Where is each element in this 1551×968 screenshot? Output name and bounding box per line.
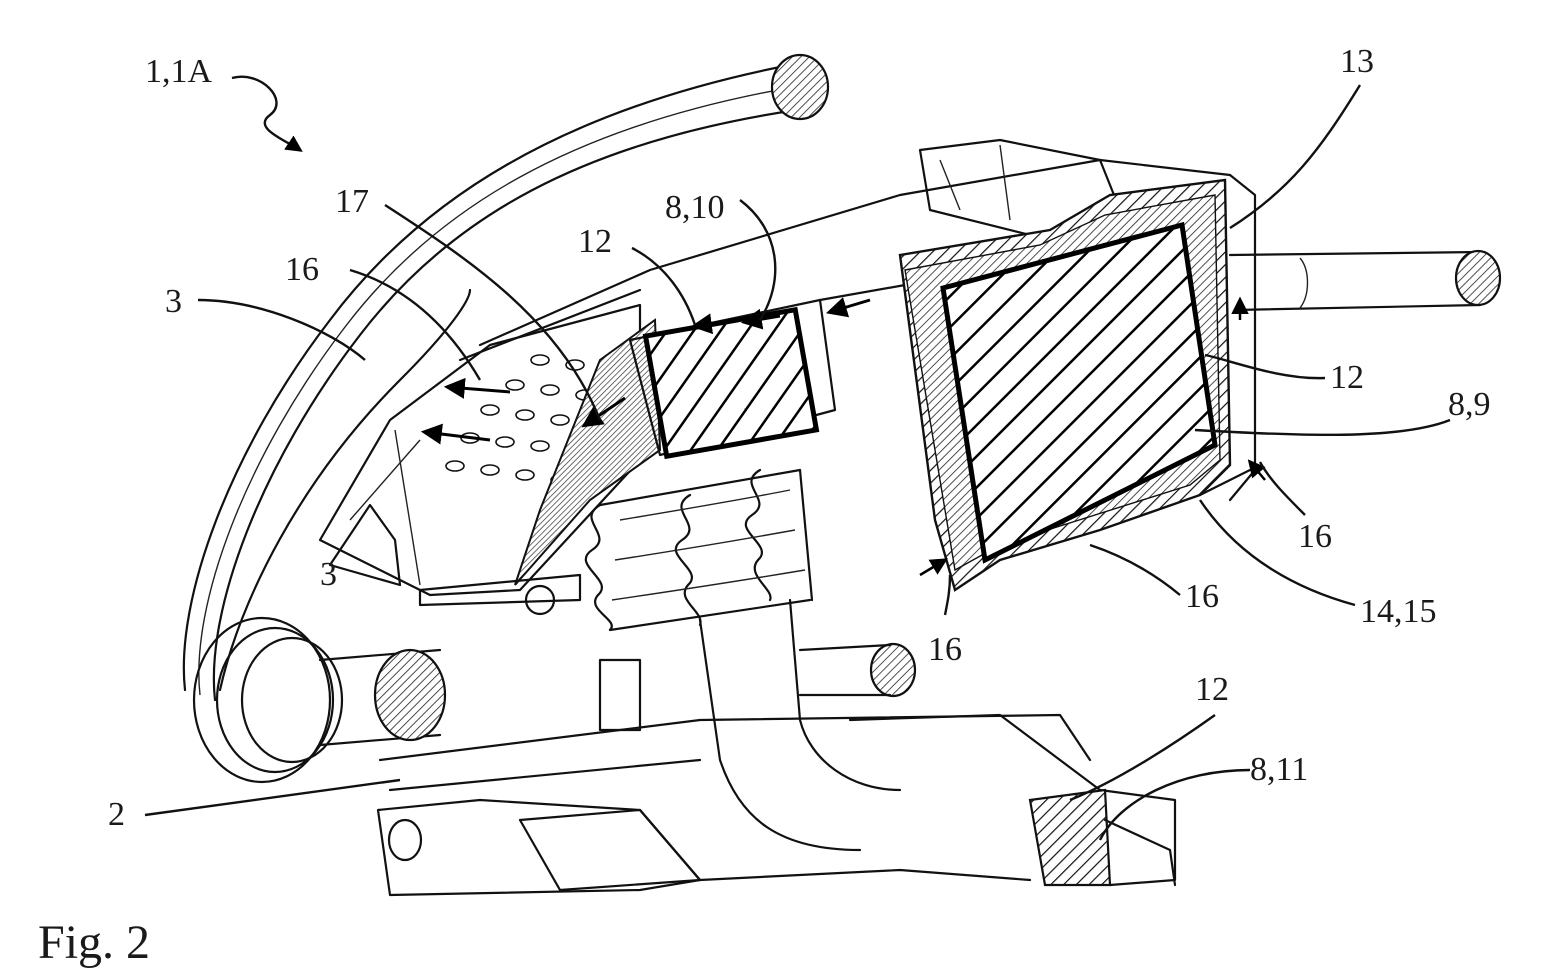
tube-end-top (772, 55, 828, 119)
figure-caption: Fig. 2 (38, 916, 150, 968)
label-3-inner: 3 (320, 556, 337, 593)
damper-8-10 (630, 300, 835, 456)
label-13: 13 (1340, 43, 1374, 80)
label-8-11: 8,11 (1250, 751, 1308, 788)
label-16-left: 16 (285, 251, 319, 288)
label-12-bottom: 12 (1195, 671, 1229, 708)
label-12-top: 12 (578, 223, 612, 260)
label-16-right: 16 (1298, 518, 1332, 555)
label-assembly: 1,1A (145, 53, 213, 90)
reference-labels: 1,1A 13 17 8,10 12 16 3 3 12 8,9 16 16 1… (38, 43, 1491, 968)
base-plate (378, 800, 1030, 895)
label-16-lower: 16 (928, 631, 962, 668)
tube-end-right (1456, 251, 1500, 305)
damper-8-9 (943, 225, 1215, 560)
label-8-10: 8,10 (665, 189, 725, 226)
label-3-left: 3 (165, 283, 182, 320)
label-8-9: 8,9 (1448, 386, 1491, 423)
label-2: 2 (108, 796, 125, 833)
label-12-right: 12 (1330, 359, 1364, 396)
label-17: 17 (335, 183, 369, 220)
label-16-bottom: 16 (1185, 578, 1219, 615)
label-14-15: 14,15 (1360, 593, 1437, 630)
tube-end-mid (871, 644, 915, 696)
bellows (586, 470, 812, 630)
shaft-end (375, 650, 445, 740)
